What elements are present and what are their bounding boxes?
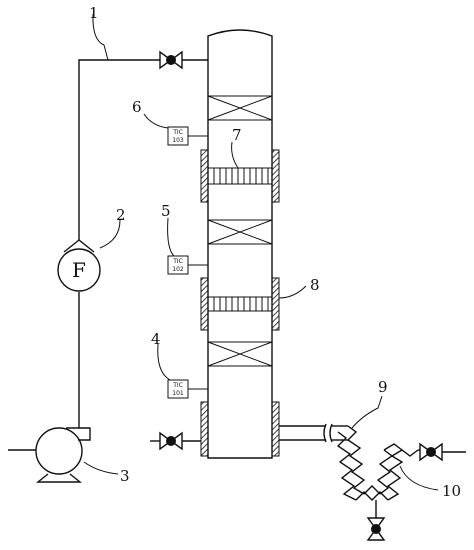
packing-section-middle bbox=[207, 219, 273, 245]
reactor-column bbox=[200, 29, 280, 459]
packing-section-upper bbox=[207, 95, 273, 121]
tic-103-number: 103 bbox=[172, 137, 184, 144]
callout-label-6: 6 bbox=[132, 98, 142, 116]
callout-7: 7 bbox=[231, 126, 242, 169]
tic-101-number: 101 bbox=[172, 390, 184, 397]
temperature-controller-101: TIC 101 bbox=[167, 379, 208, 399]
flow-meter: F bbox=[57, 239, 101, 292]
feed-line bbox=[78, 59, 208, 428]
heating-jacket-lower bbox=[200, 401, 280, 457]
temperature-controller-103: TIC 103 bbox=[167, 126, 208, 146]
callout-10: 10 bbox=[399, 465, 461, 500]
tic-103-label: TIC bbox=[172, 129, 183, 136]
callout-9: 9 bbox=[351, 378, 388, 429]
callout-3: 3 bbox=[83, 461, 130, 485]
callout-6: 6 bbox=[132, 98, 169, 129]
outlet-pipe bbox=[279, 423, 348, 443]
temperature-controller-102: TIC 102 bbox=[167, 255, 208, 275]
callout-label-9: 9 bbox=[378, 378, 388, 396]
callout-label-3: 3 bbox=[120, 467, 130, 485]
tic-102-number: 102 bbox=[172, 266, 184, 273]
callout-label-1: 1 bbox=[89, 4, 99, 22]
outlet-valve-icon bbox=[419, 442, 466, 462]
callout-label-8: 8 bbox=[310, 276, 320, 294]
packing-section-lower bbox=[207, 341, 273, 367]
flow-meter-symbol: F bbox=[72, 258, 86, 282]
feed-pump bbox=[8, 427, 91, 483]
callout-5: 5 bbox=[161, 202, 175, 257]
callout-4: 4 bbox=[151, 330, 171, 381]
condenser-coil bbox=[336, 425, 420, 501]
tic-102-label: TIC bbox=[172, 258, 183, 265]
callout-label-2: 2 bbox=[116, 206, 126, 224]
callout-label-7: 7 bbox=[232, 126, 242, 144]
bottom-inlet-valve-icon bbox=[150, 431, 201, 451]
callout-8: 8 bbox=[278, 276, 320, 299]
callout-label-5: 5 bbox=[161, 202, 171, 220]
heating-jacket-upper bbox=[200, 149, 280, 203]
tic-101-label: TIC bbox=[172, 382, 183, 389]
callout-2: 2 bbox=[99, 206, 126, 249]
callout-label-10: 10 bbox=[442, 482, 461, 500]
callout-label-4: 4 bbox=[151, 330, 161, 348]
heating-jacket-middle bbox=[200, 277, 280, 331]
drain-valve-icon bbox=[366, 500, 386, 541]
feed-valve-icon bbox=[159, 50, 183, 70]
distributor-grid-upper bbox=[207, 167, 273, 185]
distributor-grid-middle bbox=[207, 296, 273, 312]
callout-1: 1 bbox=[89, 4, 109, 61]
